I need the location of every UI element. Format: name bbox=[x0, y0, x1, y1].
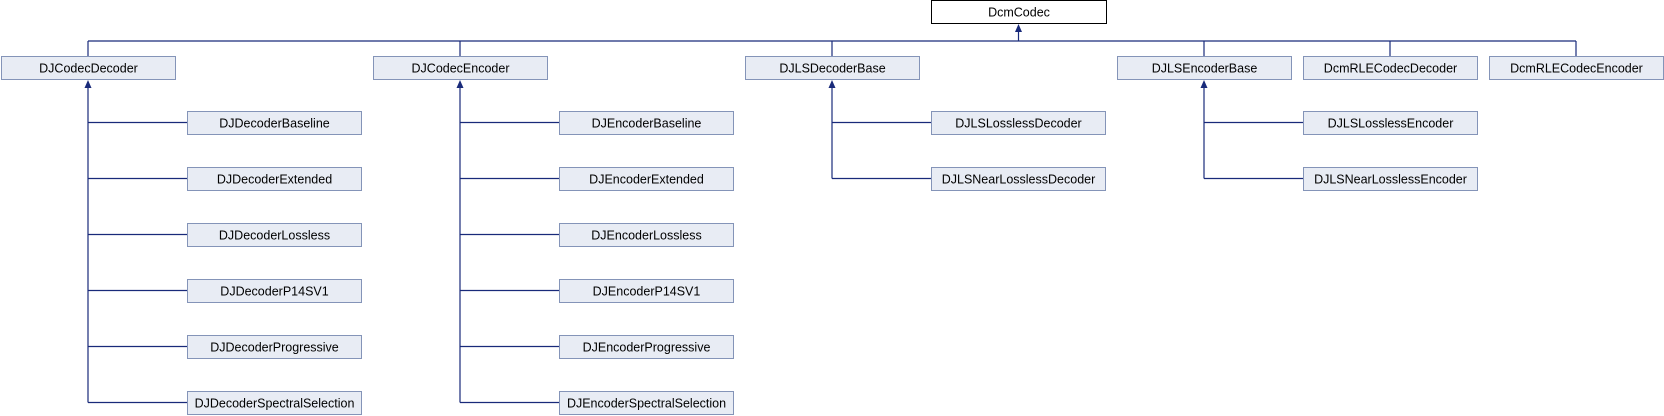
base-arrowhead bbox=[456, 80, 464, 88]
class-node-djdecoder-extended[interactable]: DJDecoderExtended bbox=[187, 167, 362, 191]
class-box bbox=[1303, 56, 1478, 80]
class-node-djdecoder-lossless[interactable]: DJDecoderLossless bbox=[187, 223, 362, 247]
class-node-djencoder-progressive[interactable]: DJEncoderProgressive bbox=[559, 335, 734, 359]
class-box bbox=[187, 111, 362, 135]
class-name-label: DJLSNearLosslessEncoder bbox=[1314, 173, 1467, 187]
class-node-djdecoder-p14-sv1[interactable]: DJDecoderP14SV1 bbox=[187, 279, 362, 303]
class-node-djencoder-p14-sv1[interactable]: DJEncoderP14SV1 bbox=[559, 279, 734, 303]
class-node-djdecoder-progressive[interactable]: DJDecoderProgressive bbox=[187, 335, 362, 359]
class-name-label: DJCodecEncoder bbox=[412, 62, 510, 76]
base-arrowhead bbox=[1200, 80, 1208, 88]
class-node-djdecoder-spectral-selection[interactable]: DJDecoderSpectralSelection bbox=[187, 391, 362, 415]
class-name-label: DJLSLosslessEncoder bbox=[1328, 117, 1454, 131]
class-name-label: DJEncoderSpectralSelection bbox=[567, 397, 726, 411]
class-name-label: DJDecoderExtended bbox=[217, 173, 332, 187]
class-node-djlsnear-lossless-encoder[interactable]: DJLSNearLosslessEncoder bbox=[1303, 167, 1478, 191]
class-name-label: DJEncoderLossless bbox=[591, 229, 701, 243]
class-box bbox=[1303, 111, 1478, 135]
class-box bbox=[187, 223, 362, 247]
class-node-djdecoder-baseline[interactable]: DJDecoderBaseline bbox=[187, 111, 362, 135]
class-name-label: DJEncoderExtended bbox=[589, 173, 704, 187]
class-name-label: DJEncoderBaseline bbox=[592, 117, 702, 131]
class-box bbox=[187, 391, 362, 415]
class-name-label: DcmRLECodecEncoder bbox=[1510, 62, 1643, 76]
class-name-label: DJEncoderP14SV1 bbox=[593, 285, 701, 299]
class-node-djencoder-spectral-selection[interactable]: DJEncoderSpectralSelection bbox=[559, 391, 734, 415]
class-node-djcodec-decoder[interactable]: DJCodecDecoder bbox=[1, 56, 176, 80]
class-name-label: DJDecoderLossless bbox=[219, 229, 330, 243]
class-name-label: DcmRLECodecDecoder bbox=[1324, 62, 1457, 76]
class-node-dcm-rlecodec-encoder[interactable]: DcmRLECodecEncoder bbox=[1489, 56, 1664, 80]
class-box bbox=[559, 111, 734, 135]
class-node-djencoder-extended[interactable]: DJEncoderExtended bbox=[559, 167, 734, 191]
class-box bbox=[745, 56, 920, 80]
class-node-dcm-rlecodec-decoder[interactable]: DcmRLECodecDecoder bbox=[1303, 56, 1478, 80]
class-box bbox=[931, 111, 1106, 135]
class-name-label: DJDecoderP14SV1 bbox=[220, 285, 328, 299]
inheritance-edges bbox=[84, 24, 1577, 404]
class-box bbox=[187, 167, 362, 191]
class-name-label: DJEncoderProgressive bbox=[583, 341, 711, 355]
class-node-djlslossless-encoder[interactable]: DJLSLosslessEncoder bbox=[1303, 111, 1478, 135]
class-node-djlslossless-decoder[interactable]: DJLSLosslessDecoder bbox=[931, 111, 1106, 135]
class-name-label: DJDecoderSpectralSelection bbox=[195, 397, 355, 411]
class-name-label: DJLSNearLosslessDecoder bbox=[942, 173, 1096, 187]
base-arrowhead bbox=[828, 80, 836, 88]
class-box bbox=[559, 167, 734, 191]
class-box bbox=[559, 279, 734, 303]
class-box bbox=[931, 167, 1106, 191]
class-node-djencoder-lossless[interactable]: DJEncoderLossless bbox=[559, 223, 734, 247]
class-box bbox=[931, 0, 1107, 24]
class-name-label: DJLSLosslessDecoder bbox=[955, 117, 1081, 131]
class-box bbox=[1117, 56, 1292, 80]
class-node-dcm-codec[interactable]: DcmCodec bbox=[931, 0, 1107, 24]
class-box bbox=[1, 56, 176, 80]
class-node-djlsnear-lossless-decoder[interactable]: DJLSNearLosslessDecoder bbox=[931, 167, 1106, 191]
class-node-djencoder-baseline[interactable]: DJEncoderBaseline bbox=[559, 111, 734, 135]
class-box bbox=[559, 335, 734, 359]
class-name-label: DJLSDecoderBase bbox=[779, 62, 885, 76]
class-name-label: DJDecoderProgressive bbox=[210, 341, 339, 355]
class-node-djlsdecoder-base[interactable]: DJLSDecoderBase bbox=[745, 56, 920, 80]
class-node-djcodec-encoder[interactable]: DJCodecEncoder bbox=[373, 56, 548, 80]
class-box bbox=[373, 56, 548, 80]
class-node-djlsencoder-base[interactable]: DJLSEncoderBase bbox=[1117, 56, 1292, 80]
class-box bbox=[559, 391, 734, 415]
class-name-label: DJLSEncoderBase bbox=[1152, 62, 1258, 76]
class-box bbox=[1303, 167, 1478, 191]
base-arrowhead bbox=[84, 80, 92, 88]
class-name-label: DJCodecDecoder bbox=[39, 62, 138, 76]
root-arrowhead bbox=[1015, 24, 1022, 32]
class-name-label: DcmCodec bbox=[988, 6, 1050, 20]
class-box bbox=[559, 223, 734, 247]
class-box bbox=[187, 335, 362, 359]
class-name-label: DJDecoderBaseline bbox=[219, 117, 330, 131]
class-box bbox=[187, 279, 362, 303]
